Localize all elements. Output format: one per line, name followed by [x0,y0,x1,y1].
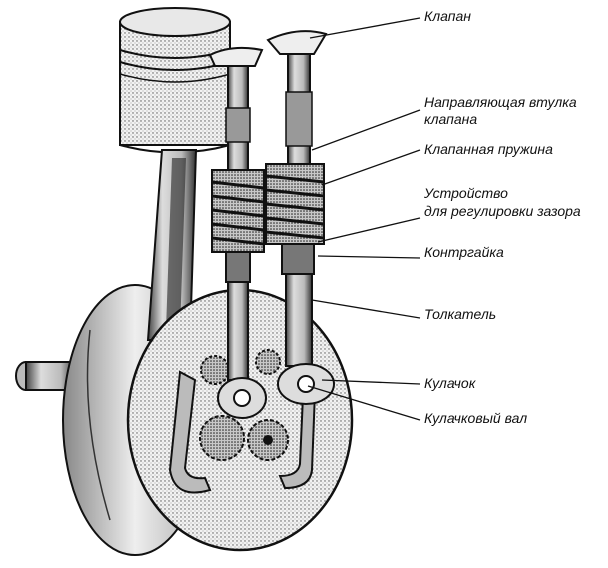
label-valve-guide-line2: клапана [424,111,478,127]
label-locknut: Контргайка [424,244,504,260]
label-valve-spring: Клапанная пружина [424,141,553,157]
label-pushrod: Толкатель [424,306,497,322]
label-clearance-adjuster-line2: для регулировки зазора [424,203,581,219]
leader-valve [309,17,421,39]
piston [119,7,231,154]
leader-lines [307,17,421,421]
leader-pushrod [311,299,421,319]
label-valve: Клапан [424,8,471,24]
leader-valve-spring [321,149,421,186]
leader-locknut [317,255,421,259]
leader-valve-guide [311,109,421,151]
timing-gears [199,349,289,461]
valve-assembly-left [208,46,267,419]
label-camshaft: Кулачковый вал [424,410,528,426]
label-valve-guide-line1: Направляющая втулка [424,94,577,110]
leader-clearance [317,217,421,243]
valve-assembly-right [265,30,335,405]
leader-camshaft [307,385,421,421]
label-cam: Кулачок [424,375,476,391]
leader-cam [321,379,421,385]
label-clearance-adjuster-line1: Устройство [424,185,508,201]
